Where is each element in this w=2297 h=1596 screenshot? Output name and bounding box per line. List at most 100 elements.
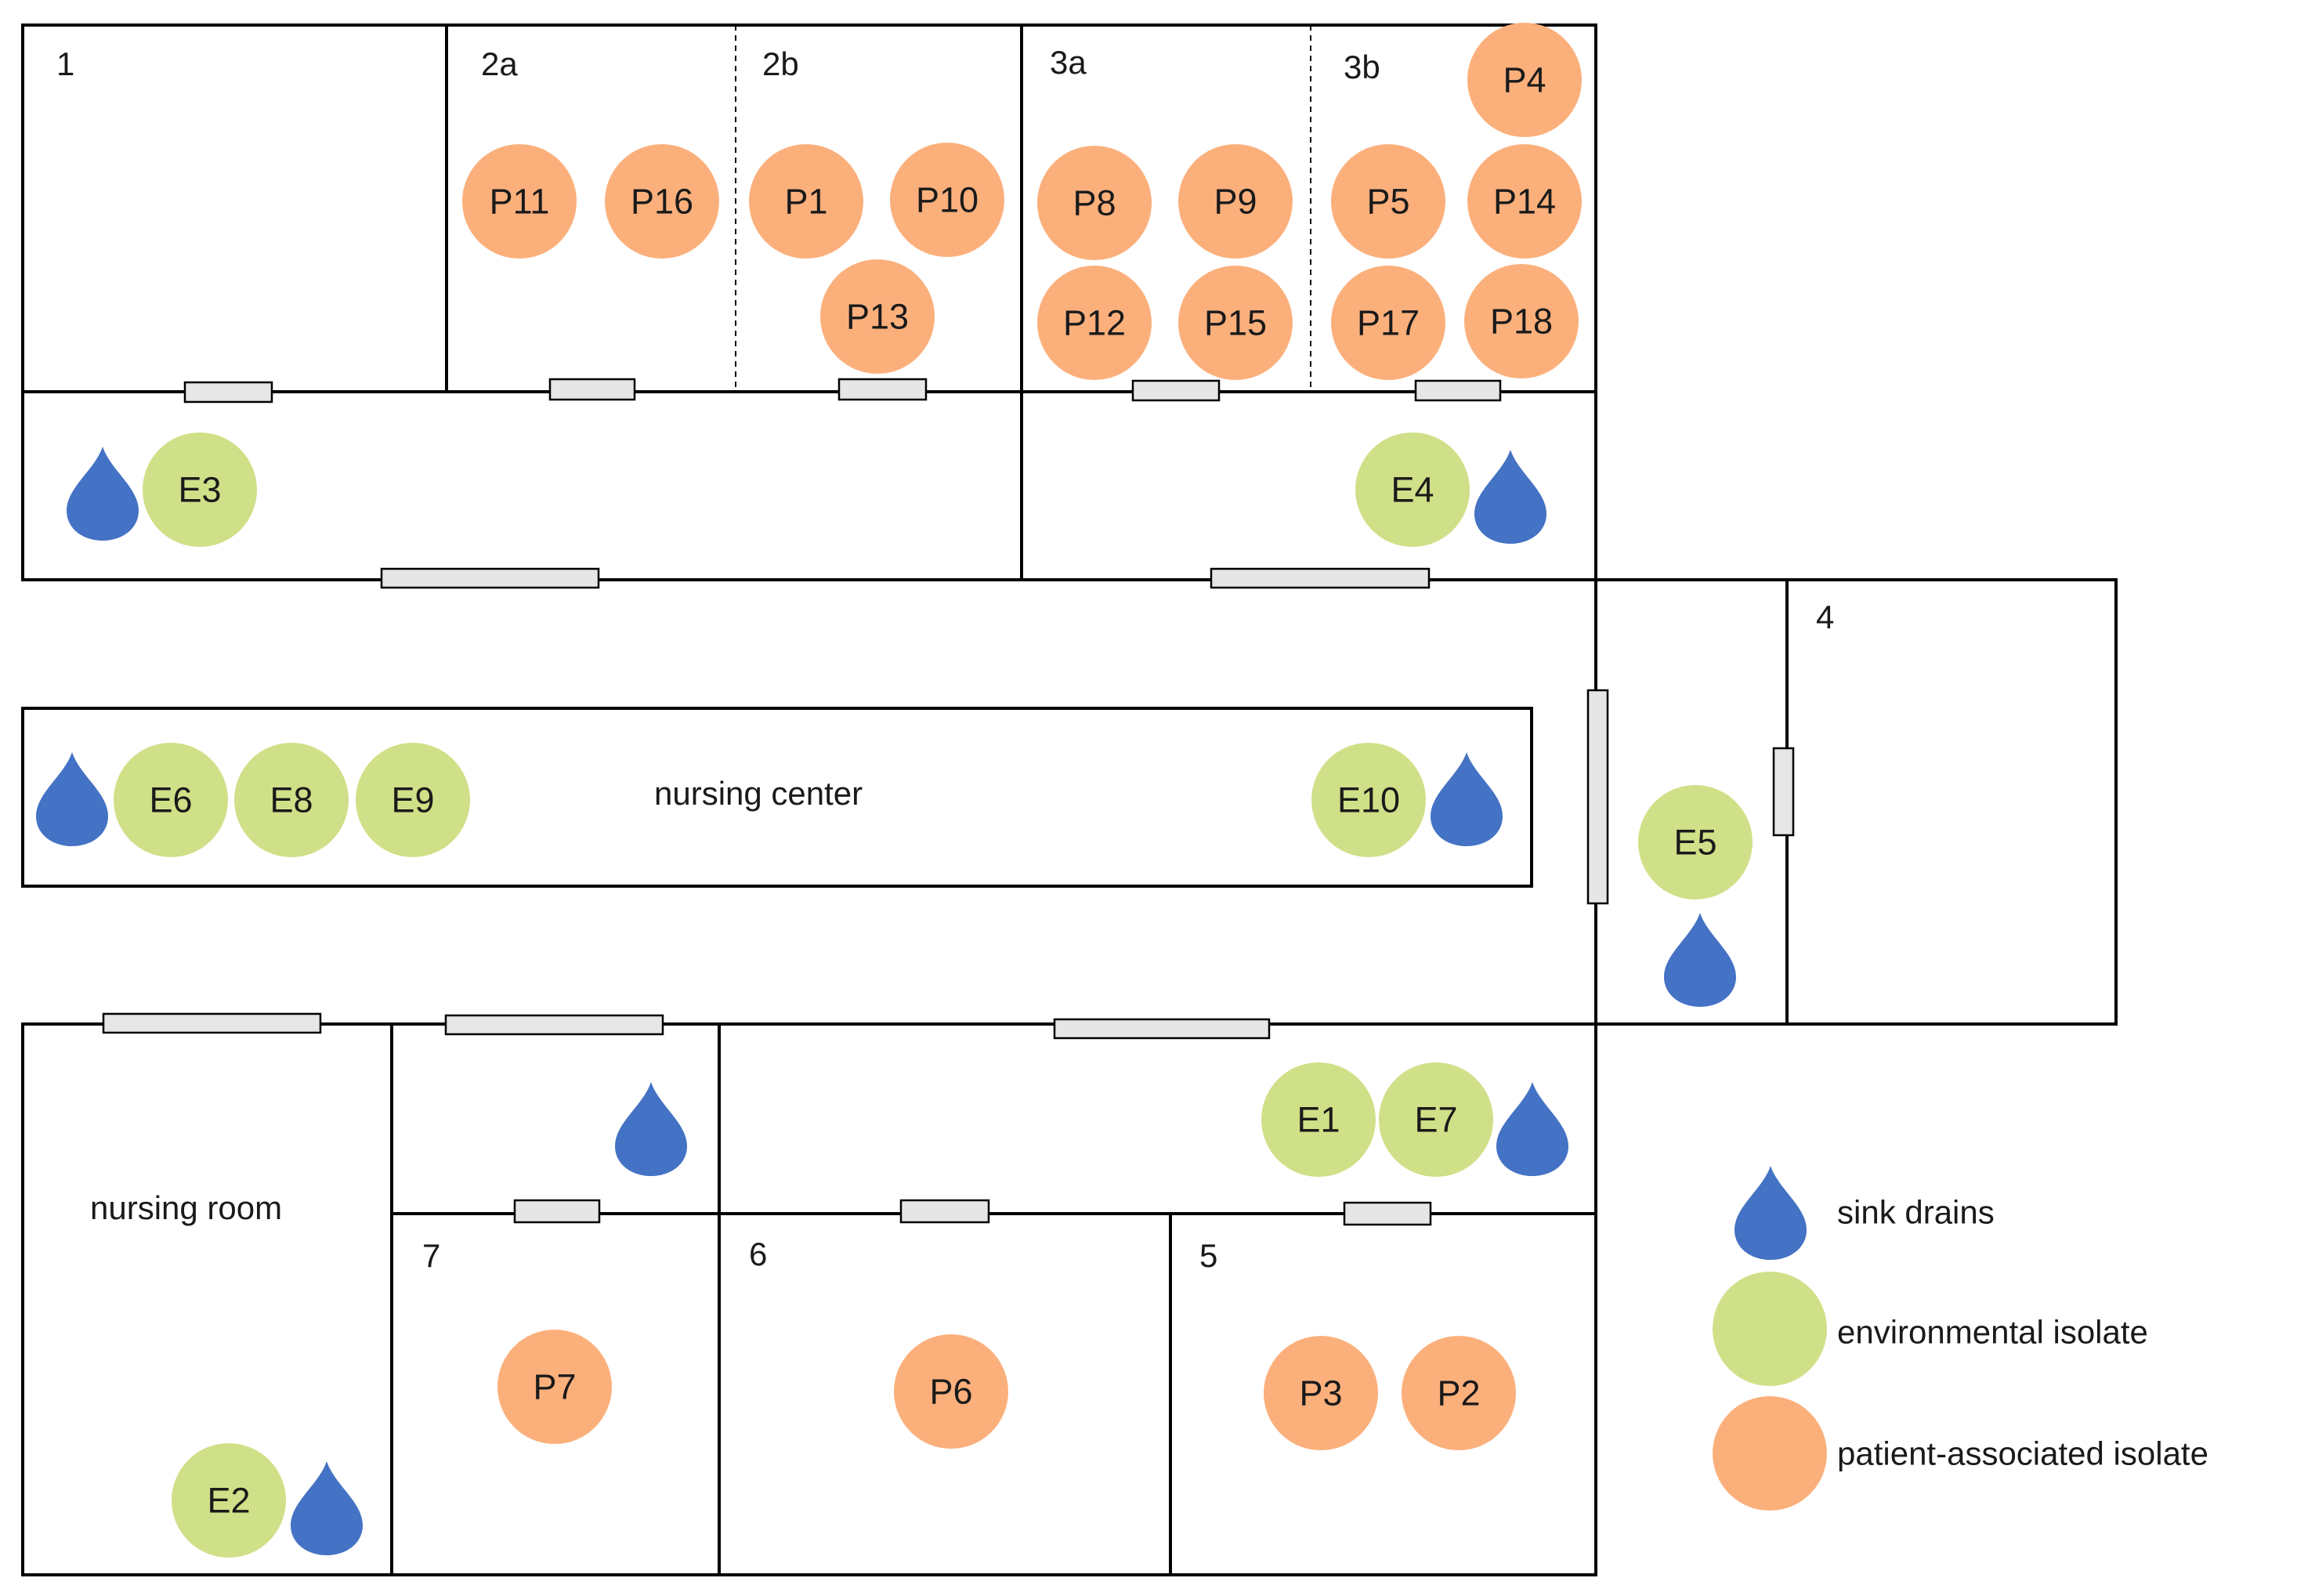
isolate-label: P14 xyxy=(1493,182,1556,222)
isolate-p7: P7 xyxy=(497,1330,612,1444)
isolate-p9: P9 xyxy=(1178,144,1293,259)
room-label-2b: 2b xyxy=(762,45,799,82)
door xyxy=(1053,1018,1271,1040)
walls xyxy=(21,24,2118,1576)
room-label-1: 1 xyxy=(56,45,74,82)
isolate-label: E10 xyxy=(1337,780,1400,820)
environmental-isolate-marker xyxy=(114,743,228,857)
room-label-nursing-room: nursing room xyxy=(90,1189,282,1226)
wall-top-wing xyxy=(21,24,1597,581)
isolate-label: P1 xyxy=(784,182,827,222)
patient-isolate-marker xyxy=(605,144,719,259)
patient-isolate-marker xyxy=(1178,266,1293,380)
environmental-isolate-marker xyxy=(1638,785,1753,899)
drain-icon xyxy=(615,1082,687,1176)
patient-isolate-marker xyxy=(1467,144,1582,259)
legend-patient-marker xyxy=(1713,1396,1827,1511)
room-label-7: 7 xyxy=(422,1237,440,1274)
patient-isolate-marker xyxy=(820,259,935,374)
legend-drain-icon xyxy=(1735,1166,1807,1260)
patient-isolate-marker xyxy=(1037,266,1152,380)
room-labels: 1 2a 2b 3a 3b 4 5 6 7 nursing center nur… xyxy=(56,44,1834,1274)
isolate-p3: P3 xyxy=(1264,1336,1378,1450)
isolate-label: P11 xyxy=(490,182,550,222)
patient-isolate-marker xyxy=(1331,144,1445,259)
isolate-p14: P14 xyxy=(1467,144,1582,259)
isolate-e9: E9 xyxy=(356,743,470,857)
environmental-isolate-marker xyxy=(143,432,257,547)
door xyxy=(183,381,273,404)
environmental-isolate-marker xyxy=(1355,432,1470,547)
environmental-isolates: E1 E2 E3 E4 E5 E6 E7 E8 E9 E10 xyxy=(114,432,1753,1558)
isolate-p17: P17 xyxy=(1331,266,1445,380)
door xyxy=(1343,1201,1432,1226)
door xyxy=(1210,567,1431,589)
legend-environment-marker xyxy=(1713,1272,1827,1386)
isolate-label: P3 xyxy=(1299,1373,1342,1413)
door xyxy=(380,567,600,589)
isolate-p4: P4 xyxy=(1467,23,1582,137)
isolate-label: P7 xyxy=(533,1367,576,1407)
drain-icon xyxy=(67,447,139,541)
isolate-label: P8 xyxy=(1073,183,1116,223)
environmental-isolate-marker xyxy=(1379,1062,1493,1177)
isolate-e7: E7 xyxy=(1379,1062,1493,1177)
drain-icon xyxy=(1664,913,1736,1007)
isolate-label: P16 xyxy=(631,182,693,222)
door xyxy=(837,378,928,401)
isolate-p2: P2 xyxy=(1402,1336,1516,1450)
patient-isolate-marker xyxy=(462,144,577,259)
isolate-p15: P15 xyxy=(1178,266,1293,380)
room-label-6: 6 xyxy=(749,1236,767,1272)
door xyxy=(1772,747,1795,837)
legend: sink drains environmental isolate patien… xyxy=(1713,1166,2208,1511)
drain-icon xyxy=(1496,1082,1568,1176)
isolate-label: E9 xyxy=(391,780,434,820)
isolate-label: P5 xyxy=(1366,182,1409,222)
patient-isolate-marker xyxy=(497,1330,612,1444)
door xyxy=(548,378,636,401)
patient-isolate-marker xyxy=(1464,264,1579,378)
isolate-label: E2 xyxy=(207,1481,250,1521)
isolate-p18: P18 xyxy=(1464,264,1579,378)
patient-isolate-marker xyxy=(890,143,1004,257)
legend-label-environment: environmental isolate xyxy=(1837,1314,2148,1351)
drain-icon xyxy=(1431,752,1503,846)
legend-label-drains: sink drains xyxy=(1837,1194,1995,1231)
isolate-p11: P11 xyxy=(462,144,577,259)
isolate-label: P10 xyxy=(916,180,978,220)
patient-isolate-marker xyxy=(1331,266,1445,380)
patient-isolate-marker xyxy=(1178,144,1293,259)
environmental-isolate-marker xyxy=(1261,1062,1376,1177)
environmental-isolate-marker xyxy=(234,743,349,857)
isolate-e8: E8 xyxy=(234,743,349,857)
isolate-label: E3 xyxy=(178,470,221,510)
isolate-p5: P5 xyxy=(1331,144,1445,259)
isolate-e2: E2 xyxy=(172,1443,286,1558)
isolate-p1: P1 xyxy=(749,144,863,259)
patient-isolates: P1 P2 P3 P4 P5 P6 P7 P8 P9 P10 P11 P12 P… xyxy=(462,23,1582,1450)
doors xyxy=(102,378,1795,1226)
patient-isolate-marker xyxy=(749,144,863,259)
room-label-3b: 3b xyxy=(1344,49,1380,85)
isolate-p16: P16 xyxy=(605,144,719,259)
isolate-e4: E4 xyxy=(1355,432,1470,547)
room-label-3a: 3a xyxy=(1050,44,1087,81)
room-label-4: 4 xyxy=(1816,599,1834,635)
door xyxy=(444,1014,664,1036)
door xyxy=(1586,689,1609,905)
isolate-p13: P13 xyxy=(820,259,935,374)
isolate-p8: P8 xyxy=(1037,146,1152,260)
room-label-5: 5 xyxy=(1199,1237,1217,1274)
isolate-label: P18 xyxy=(1490,302,1553,342)
drain-icon xyxy=(291,1461,363,1555)
door xyxy=(102,1012,322,1034)
isolate-label: E6 xyxy=(149,780,192,820)
room-label-2a: 2a xyxy=(481,45,518,82)
isolate-e6: E6 xyxy=(114,743,228,857)
door xyxy=(1131,379,1221,402)
isolate-label: P17 xyxy=(1357,303,1420,343)
isolate-label: E4 xyxy=(1391,470,1434,510)
wall-nursing-center xyxy=(21,707,1533,888)
